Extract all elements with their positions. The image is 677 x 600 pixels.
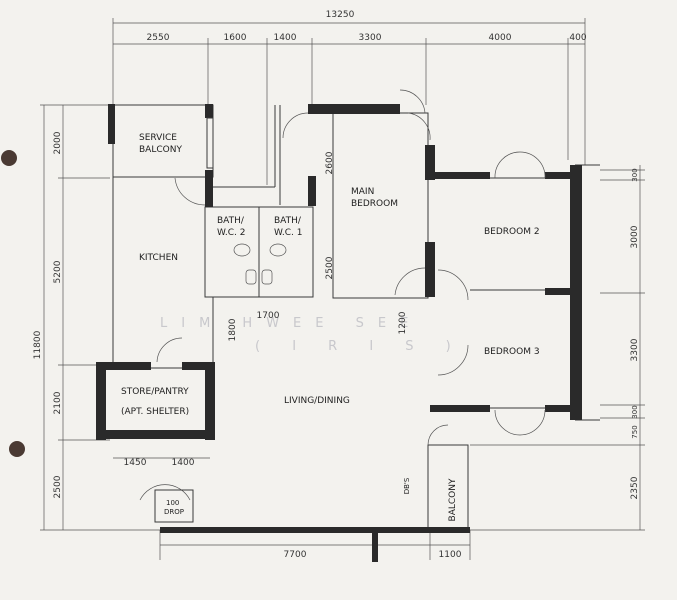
- dim-store-right: 1400: [172, 458, 195, 468]
- dim-bath-width: 1700: [257, 311, 280, 321]
- dim-top-4: 3300: [359, 33, 382, 43]
- watermark-sub: ( I R I S ): [255, 339, 465, 354]
- label-store-1: STORE/PANTRY: [121, 387, 189, 397]
- label-bath2-2: W.C. 2: [217, 228, 245, 238]
- dim-store-left: 1450: [124, 458, 147, 468]
- top-dimension-lines: [112, 18, 586, 185]
- binder-hole-bottom: [9, 441, 25, 457]
- watermark-name: LIM HWEE SEE: [160, 316, 422, 331]
- right-dimension-lines: [470, 165, 645, 531]
- dim-top-2: 1600: [224, 33, 247, 43]
- dim-top-1: 2550: [147, 33, 170, 43]
- dim-right-2: 3000: [630, 225, 640, 248]
- dim-kitchen-bottom: 1800: [228, 318, 238, 341]
- label-bedroom-3: BEDROOM 3: [484, 347, 540, 357]
- dim-main-bedroom-upper: 2600: [325, 151, 335, 174]
- dim-right-5: 750: [631, 425, 639, 438]
- dim-right-4: 300: [631, 405, 639, 418]
- label-service-balcony-1: SERVICE: [139, 133, 177, 143]
- label-living-dining: LIVING/DINING: [284, 396, 350, 406]
- label-service-balcony-2: BALCONY: [139, 145, 182, 155]
- dim-top-5: 4000: [489, 33, 512, 43]
- dim-right-6: 2350: [630, 476, 640, 499]
- service-balcony-window: [206, 117, 214, 169]
- dim-passage: 1200: [398, 311, 408, 334]
- dim-left-1: 2000: [53, 131, 63, 154]
- dim-left-2: 5200: [53, 260, 63, 283]
- dim-top-6: 400: [569, 33, 586, 43]
- dim-left-3: 2100: [53, 391, 63, 414]
- dim-right-1: 300: [631, 168, 639, 181]
- label-bath1-1: BATH/: [274, 216, 302, 226]
- dim-left-overall: 11800: [33, 330, 43, 359]
- sanitary-fixtures: [233, 243, 287, 285]
- binder-hole-top: [1, 150, 17, 166]
- door-swings: [139, 89, 546, 501]
- label-dbs: DB'S: [403, 477, 411, 494]
- label-refuse-1: 100: [166, 499, 179, 507]
- dim-bottom-living: 7700: [284, 550, 307, 560]
- label-bath1-2: W.C. 1: [274, 228, 302, 238]
- label-main-bedroom-1: MAIN: [351, 187, 374, 197]
- refuse-drop: [154, 489, 194, 523]
- dim-left-4: 2500: [53, 475, 63, 498]
- dim-main-bedroom-lower: 2500: [325, 256, 335, 279]
- label-kitchen: KITCHEN: [139, 253, 178, 263]
- label-main-bedroom-2: BEDROOM: [351, 199, 398, 209]
- solid-walls: [96, 104, 582, 562]
- label-balcony: BALCONY: [448, 478, 458, 521]
- dim-overall-top: 13250: [326, 10, 355, 20]
- dim-top-3: 1400: [274, 33, 297, 43]
- label-bath2-1: BATH/: [217, 216, 245, 226]
- label-store-2: (APT. SHELTER): [121, 407, 189, 417]
- label-refuse-2: DROP: [164, 508, 184, 516]
- bottom-dimension-lines: [113, 457, 471, 560]
- dim-bottom-balcony: 1100: [439, 550, 462, 560]
- label-bedroom-2: BEDROOM 2: [484, 227, 540, 237]
- dim-right-3: 3300: [630, 338, 640, 361]
